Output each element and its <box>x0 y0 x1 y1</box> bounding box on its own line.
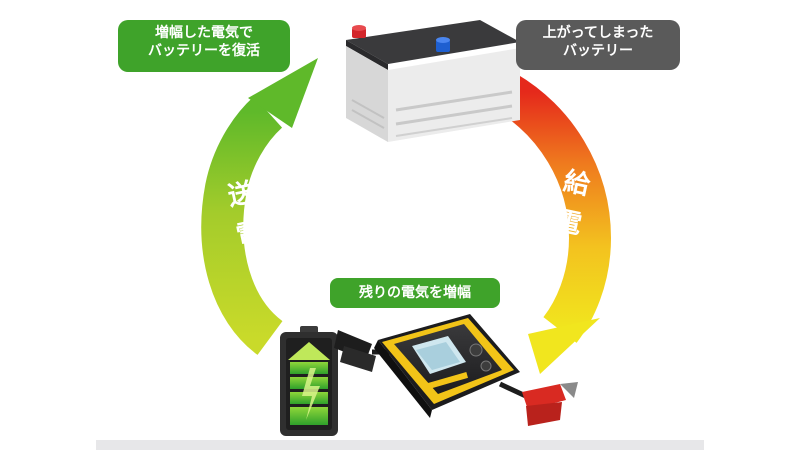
send-arrow <box>201 58 318 355</box>
power-button-icon <box>469 343 483 357</box>
negative-terminal-icon <box>436 40 450 52</box>
dead-battery-label: 上がってしまった バッテリー <box>516 20 680 70</box>
car-battery-icon <box>346 20 520 142</box>
dead-battery-line-2: バッテリー <box>563 42 633 59</box>
amplified-charge-label: 増幅した電気で バッテリーを復活 <box>118 20 290 72</box>
light-button-icon <box>480 360 492 372</box>
jump-starter-icon <box>374 314 520 418</box>
dead-battery-line-1: 上がってしまった <box>542 25 654 41</box>
supply-arrow <box>494 73 612 374</box>
charging-battery-icon <box>280 326 338 436</box>
amplify-remaining-label: 残りの電気を増幅 <box>330 278 500 308</box>
red-clamp-icon <box>498 381 578 426</box>
floor-strip <box>96 440 704 450</box>
amplified-line-1: 増幅した電気で <box>155 25 253 41</box>
amplified-line-2: バッテリーを復活 <box>148 42 260 59</box>
